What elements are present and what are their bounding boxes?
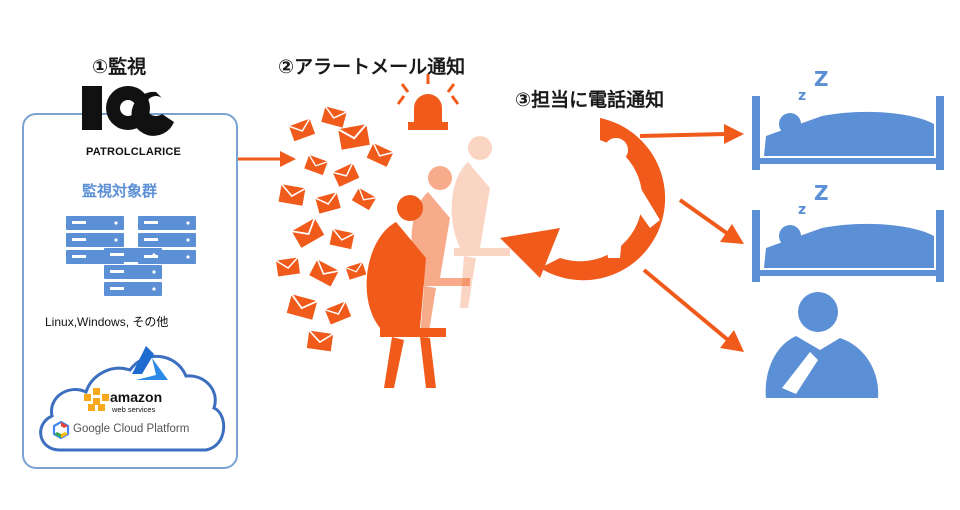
notify-arrows	[639, 124, 744, 352]
logo-text: PATROLCLARICE	[86, 146, 182, 158]
step-monitor-title: ①監視	[92, 56, 147, 78]
gcp-name: Google Cloud Platform	[73, 423, 190, 435]
server-rack-icon	[66, 216, 196, 296]
siren-icon	[396, 74, 460, 130]
aws-name: amazon	[110, 389, 163, 405]
aws-icon	[84, 388, 109, 411]
aws-sub: web services	[112, 405, 156, 414]
thinking-person-icon	[765, 292, 879, 398]
sleeping-person-icon: Z z	[752, 67, 944, 170]
stressed-workers	[366, 136, 510, 388]
target-group-label: 監視対象群	[82, 182, 158, 200]
arrow-to-alert	[238, 151, 296, 167]
bed-icon	[752, 210, 944, 282]
gcp-icon	[52, 420, 70, 440]
step-alert-mail-title: ②アラートメール通知	[278, 56, 466, 78]
svg-text:z: z	[798, 88, 806, 104]
svg-text:Z: Z	[814, 67, 829, 91]
sleeping-person-icon-2: Z z	[752, 181, 944, 282]
svg-text:Z: Z	[814, 181, 829, 205]
phone-call-icon	[500, 118, 666, 281]
patrolclarice-logo	[82, 86, 174, 136]
svg-text:z: z	[798, 202, 806, 218]
step-phone-title: ③担当に電話通知	[515, 89, 665, 111]
azure-icon	[132, 346, 168, 380]
os-list-label: Linux,Windows, その他	[45, 315, 169, 329]
bed-icon	[752, 96, 944, 170]
cloud-icon	[39, 355, 226, 452]
